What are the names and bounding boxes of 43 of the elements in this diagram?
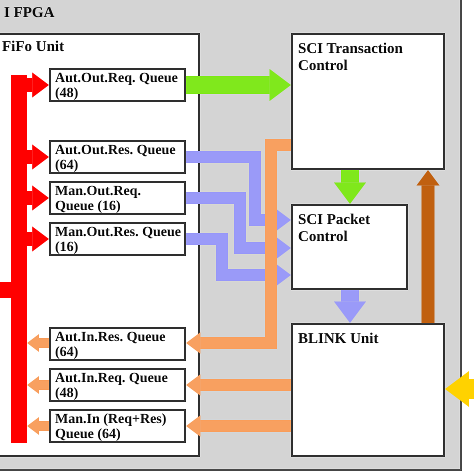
unit-title: FiFo Unit <box>2 39 64 56</box>
block-arrow <box>27 226 49 252</box>
unit-title: I FPGA <box>4 5 54 22</box>
block-arrow <box>416 170 440 323</box>
unit-title: SCI Transaction Control <box>298 41 404 75</box>
unit-box <box>291 323 445 457</box>
block-arrow <box>27 376 49 394</box>
block-arrow <box>334 170 366 204</box>
block-arrow <box>27 185 49 211</box>
block-arrow <box>186 139 291 354</box>
block-arrow <box>27 334 49 352</box>
block-arrow <box>186 68 291 102</box>
queue-label: Man.Out.Req. Queue (16) <box>55 184 142 214</box>
block-arrow <box>334 290 366 323</box>
block-arrow <box>27 72 49 98</box>
unit-box <box>291 204 408 290</box>
block-arrow <box>186 192 291 259</box>
block-arrow <box>186 151 291 231</box>
unit-box <box>0 33 200 457</box>
queue-label: Aut.Out.Res. Queue (64) <box>55 143 177 173</box>
queue-box <box>49 68 186 102</box>
queue-box <box>49 222 186 256</box>
queue-label: Aut.In.Req. Queue (48) <box>55 371 169 401</box>
block-arrow <box>186 374 291 396</box>
queue-box <box>49 327 186 361</box>
bus-bar <box>11 75 27 443</box>
block-arrow <box>445 371 474 407</box>
unit-box <box>291 33 445 170</box>
queue-box <box>49 409 186 443</box>
queue-box <box>49 181 186 215</box>
block-arrow <box>186 233 291 286</box>
queue-box <box>49 368 186 402</box>
queue-label: Aut.Out.Req. Queue (48) <box>55 71 179 101</box>
block-arrow <box>27 144 49 170</box>
block-arrow <box>186 415 291 437</box>
queue-box <box>49 140 186 174</box>
fpga-box <box>0 0 462 471</box>
queue-label: Aut.In.Res. Queue (64) <box>55 330 166 360</box>
block-arrow <box>27 417 49 435</box>
queue-label: Man.In (Req+Res) Queue (64) <box>55 412 168 442</box>
unit-title: SCI Packet Control <box>298 212 372 246</box>
queue-label: Man.Out.Res. Queue (16) <box>55 225 182 255</box>
unit-title: BLINK Unit <box>298 331 378 348</box>
